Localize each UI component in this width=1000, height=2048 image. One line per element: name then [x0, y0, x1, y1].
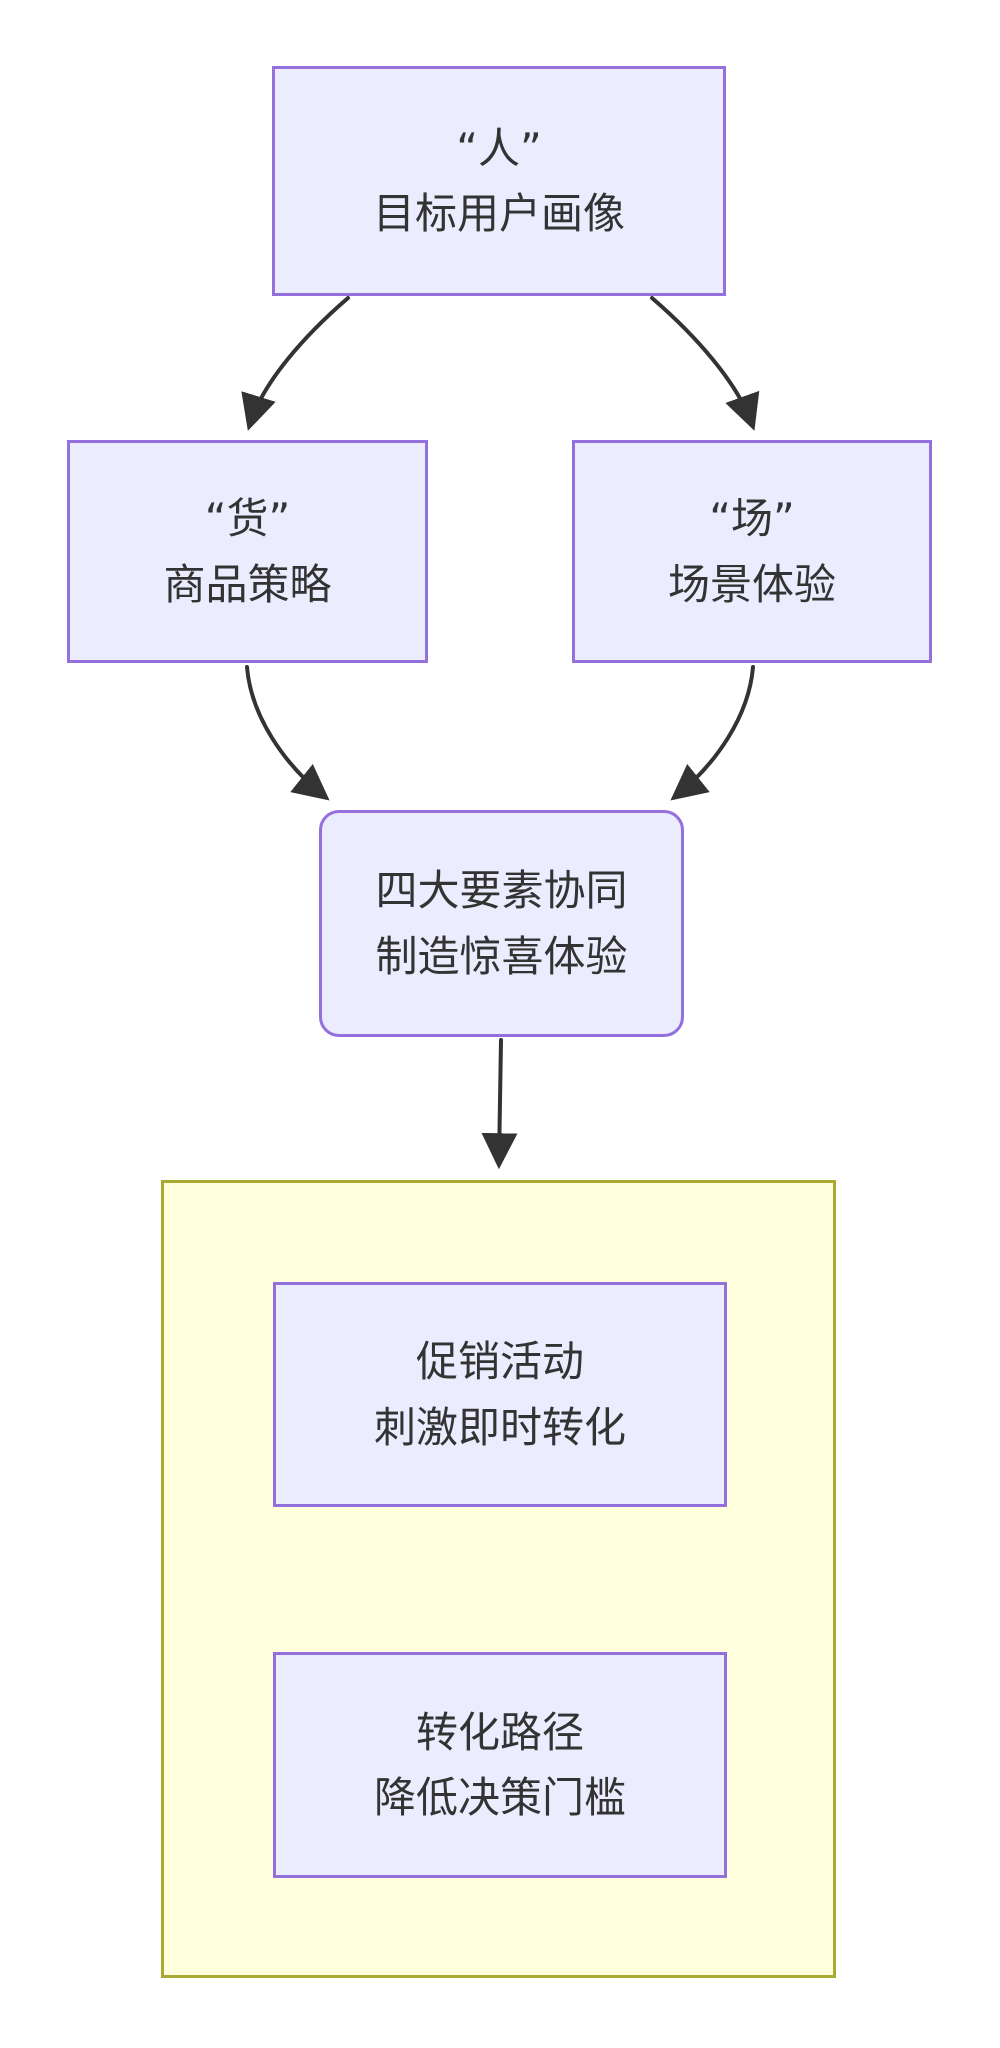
node-goods: “货” 商品策略 [67, 440, 428, 663]
node-conversion: 转化路径 降低决策门槛 [273, 1652, 727, 1878]
node-person-line1: “人” [456, 123, 542, 173]
node-synergy-line1: 四大要素协同 [375, 866, 628, 916]
node-conversion-line1: 转化路径 [415, 1707, 584, 1757]
node-synergy-line2: 制造惊喜体验 [375, 931, 628, 981]
node-promotion: 促销活动 刺激即时转化 [273, 1282, 727, 1507]
node-goods-line1: “货” [204, 494, 291, 544]
node-scene-line1: “场” [709, 494, 795, 544]
node-scene: “场” 场景体验 [572, 440, 932, 663]
node-scene-line2: 场景体验 [667, 559, 836, 609]
node-goods-line2: 商品策略 [163, 559, 332, 609]
node-person-line2: 目标用户画像 [372, 189, 625, 238]
node-conversion-line2: 降低决策门槛 [373, 1773, 626, 1822]
node-promotion-line1: 促销活动 [415, 1337, 584, 1387]
node-synergy: 四大要素协同 制造惊喜体验 [319, 810, 684, 1037]
edge-goods-synergy [245, 665, 330, 801]
node-promotion-line2: 刺激即时转化 [373, 1402, 626, 1452]
edge-scene-synergy [670, 665, 755, 801]
edge-person-scene [650, 296, 760, 431]
edge-person-goods [241, 296, 350, 431]
edge-synergy-cluster [481, 1038, 518, 1170]
node-person: “人” 目标用户画像 [272, 66, 726, 296]
